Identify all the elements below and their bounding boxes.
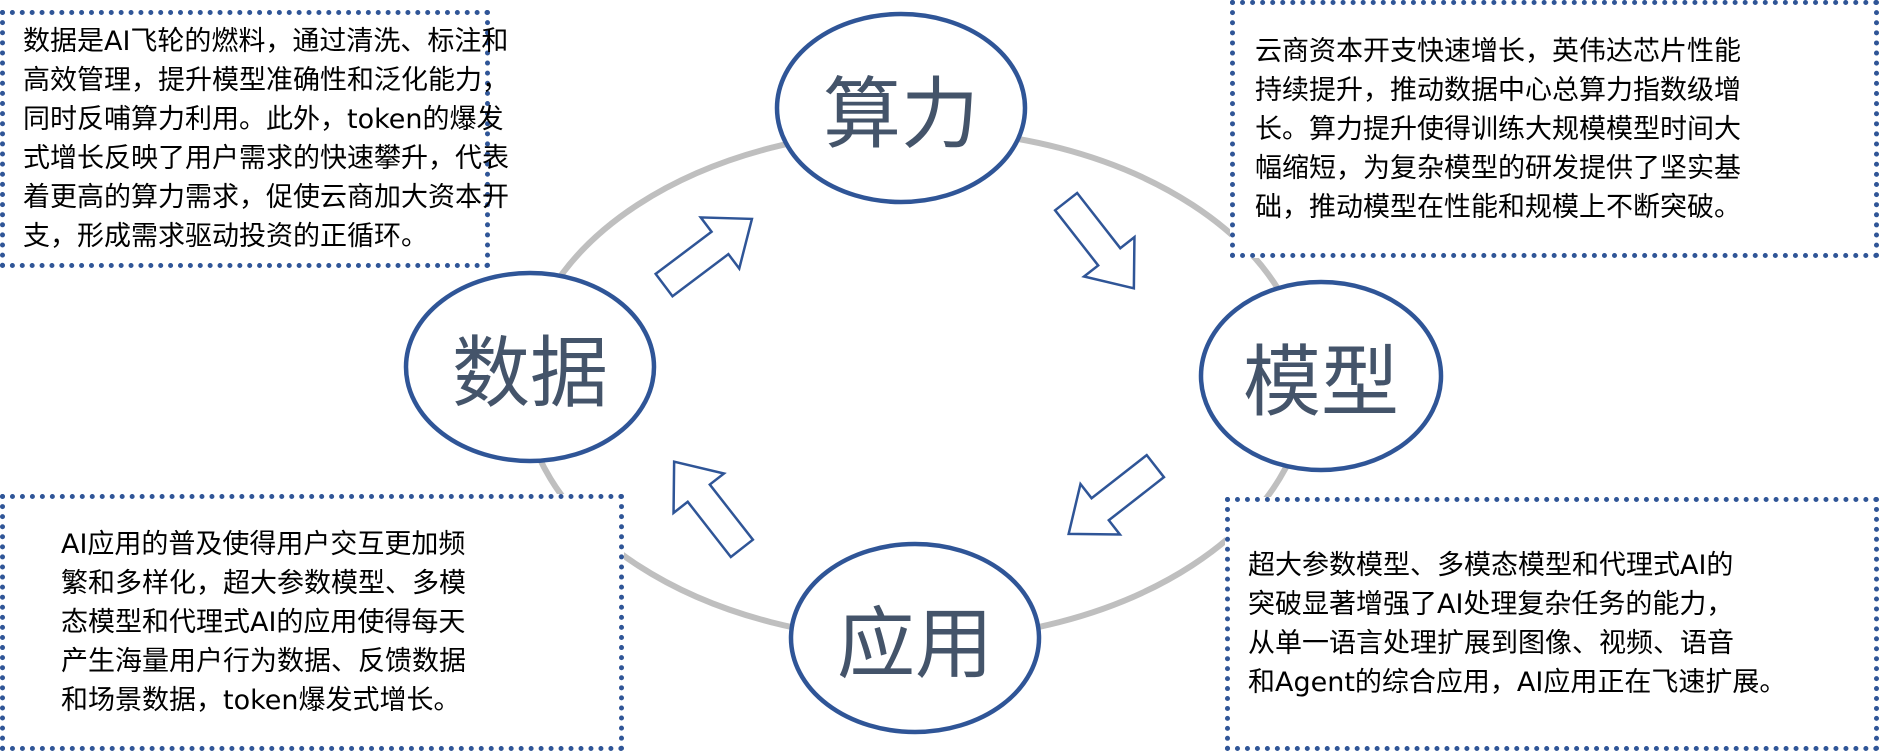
text-line: 从单一语言处理扩展到图像、视频、语音 <box>1248 628 1734 659</box>
text-line: 突破显著增强了AI处理复杂任务的能力， <box>1248 589 1734 620</box>
text-line: 幅缩短，为复杂模型的研发提供了坚实基 <box>1255 152 1741 184</box>
arrow-model-to-application-icon <box>1067 453 1166 536</box>
node-application-circle <box>788 541 1042 735</box>
text-line: 态模型和代理式AI的应用使得每天 <box>61 607 466 638</box>
arrow-compute-to-model-icon <box>1053 191 1136 290</box>
text-line: 支，形成需求驱动投资的正循环。 <box>23 221 428 252</box>
text-line: AI应用的普及使得用户交互更加频 <box>61 529 466 560</box>
node-model-circle <box>1198 279 1444 473</box>
text-line: 产生海量用户行为数据、反馈数据 <box>61 646 466 677</box>
text-line: 长。算力提升使得训练大规模模型时间大 <box>1255 113 1741 145</box>
node-data-label: 数据 <box>451 329 609 419</box>
arrow-application-to-data-icon <box>672 460 755 559</box>
data-description-box: 数据是AI飞轮的燃料，通过清洗、标注和 高效管理，提升模型准确性和泛化能力， 同… <box>0 10 509 268</box>
text-line: 云商资本开支快速增长，英伟达芯片性能 <box>1255 35 1741 67</box>
application-description-box: AI应用的普及使得用户交互更加频 繁和多样化，超大参数模型、多模 态模型和代理式… <box>0 494 624 751</box>
text-line: 数据是AI飞轮的燃料，通过清洗、标注和 <box>23 26 509 57</box>
text-line: 同时反哺算力利用。此外，token的爆发 <box>23 104 504 135</box>
node-model-label: 模型 <box>1242 338 1400 428</box>
node-compute-label: 算力 <box>822 70 980 160</box>
text-line: 繁和多样化，超大参数模型、多模 <box>61 568 466 599</box>
text-line: 式增长反映了用户需求的快速攀升，代表 <box>23 143 509 174</box>
text-line: 和场景数据，token爆发式增长。 <box>61 685 461 716</box>
arrow-data-to-compute-icon <box>653 216 754 299</box>
compute-description-box: 云商资本开支快速增长，英伟达芯片性能 持续提升，推动数据中心总算力指数级增 长。… <box>1230 0 1879 258</box>
text-line: 持续提升，推动数据中心总算力指数级增 <box>1255 74 1741 106</box>
text-line: 超大参数模型、多模态模型和代理式AI的 <box>1248 550 1734 581</box>
model-description-box: 超大参数模型、多模态模型和代理式AI的 突破显著增强了AI处理复杂任务的能力， … <box>1225 497 1879 751</box>
text-line: 和Agent的综合应用，AI应用正在飞速扩展。 <box>1248 667 1787 698</box>
text-line: 高效管理，提升模型准确性和泛化能力， <box>23 65 509 96</box>
text-line: 础，推动模型在性能和规模上不断突破。 <box>1255 191 1741 223</box>
node-application-label: 应用 <box>836 600 994 690</box>
text-line: 着更高的算力需求，促使云商加大资本开 <box>23 182 509 213</box>
node-data-circle <box>403 270 657 464</box>
node-compute-circle <box>774 11 1028 205</box>
